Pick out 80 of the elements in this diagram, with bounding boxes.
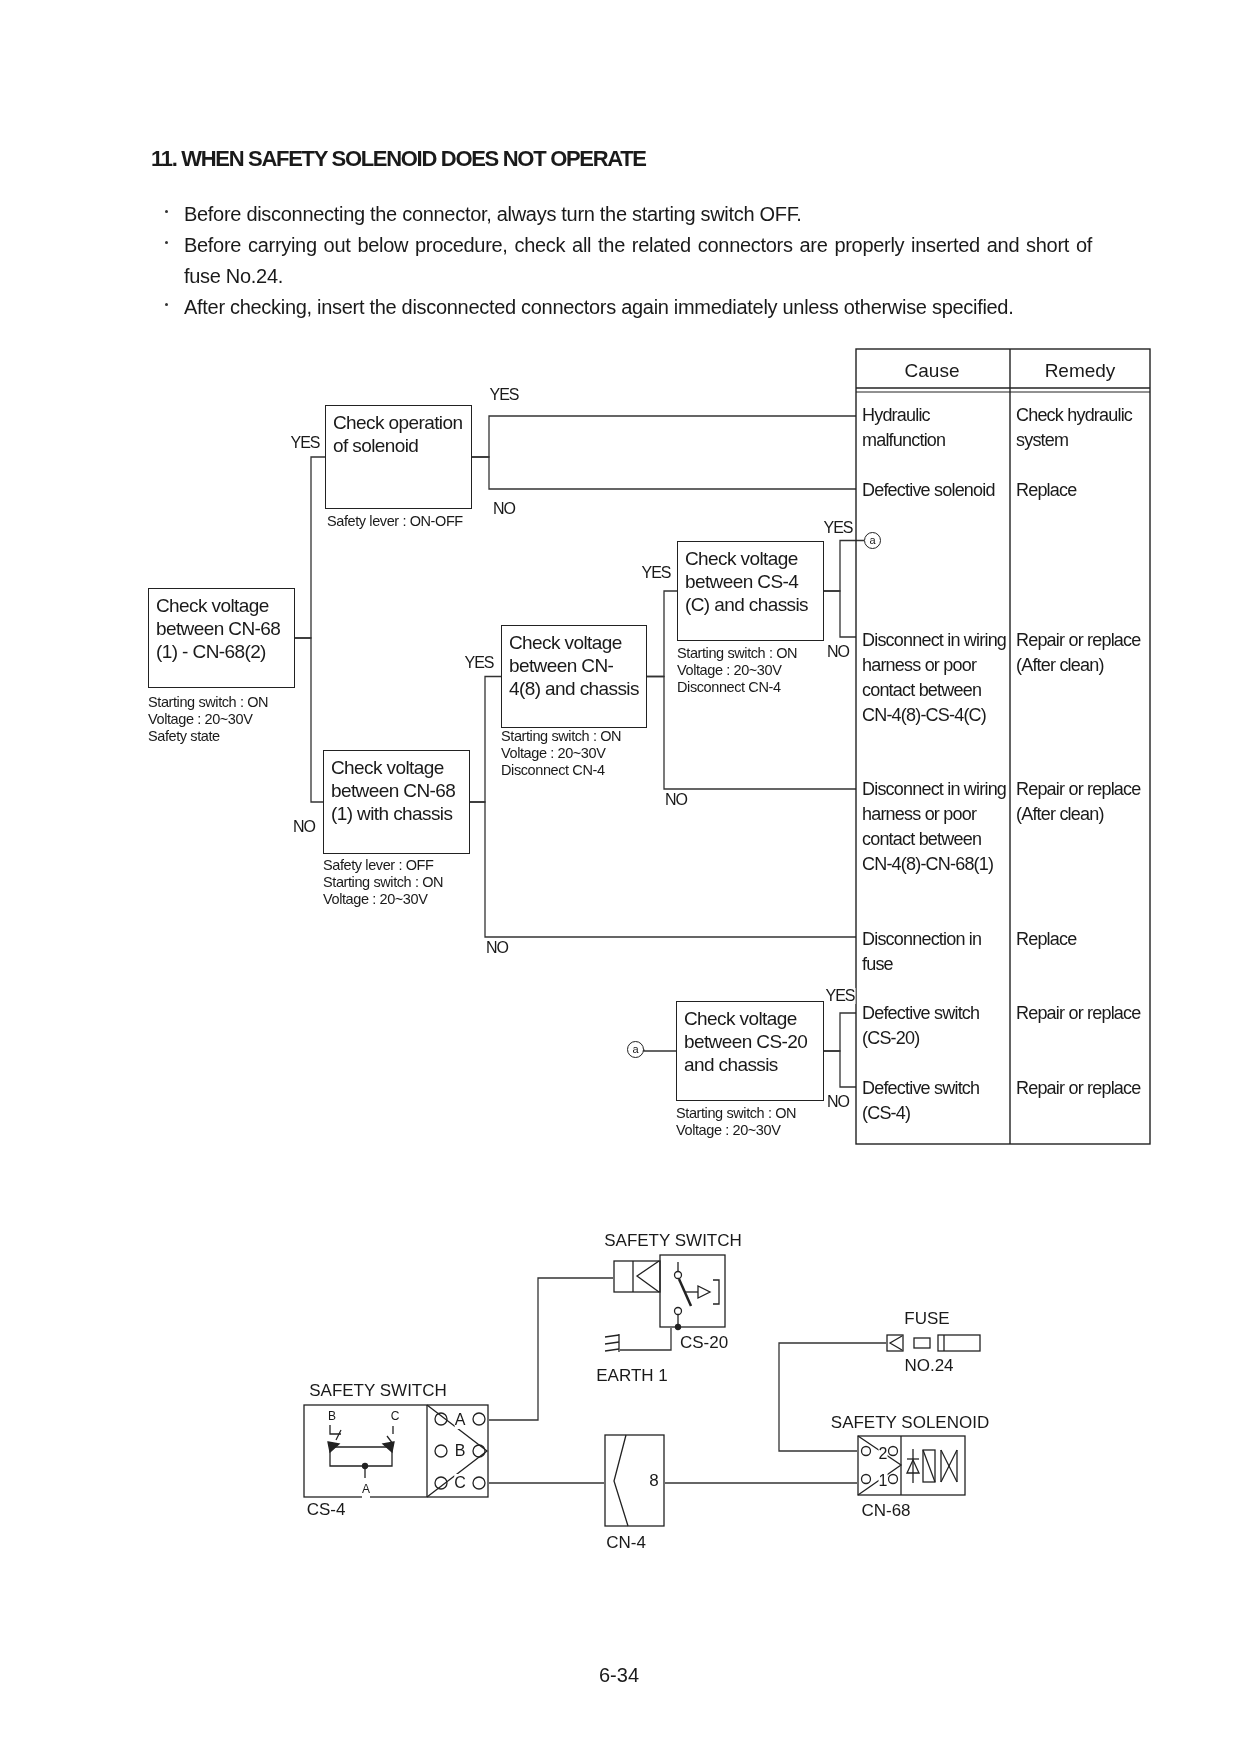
condition-note: Starting switch : ON xyxy=(676,1105,797,1122)
step-text: Check voltage between CN-4(8) and chassis xyxy=(509,631,640,700)
connector-line xyxy=(471,456,857,490)
component-label: NO.24 xyxy=(904,1357,954,1375)
component-label: EARTH 1 xyxy=(596,1367,668,1385)
step-text: Check voltage between CN-68 (1) with chassis xyxy=(331,756,457,825)
wire xyxy=(619,1327,672,1351)
edge-label: YES xyxy=(824,988,856,1004)
cause-text: Hydraulic malfunction xyxy=(856,403,1010,453)
edge-label: YES xyxy=(822,520,854,536)
cause-text: Defective switch (CS-20) xyxy=(856,1001,1010,1051)
column-header: Cause xyxy=(904,362,960,380)
wire xyxy=(664,1482,858,1484)
edge-label: NO xyxy=(292,819,316,835)
component-label: CS-4 xyxy=(306,1501,346,1519)
marker-letter: a xyxy=(868,533,877,547)
page-number: 6-34 xyxy=(599,1666,639,1684)
cause-text: Disconnect in wiring harness or poor contact between CN-4(8)-CN-68(1) xyxy=(856,777,1010,902)
step-text: Check operation of solenoid xyxy=(333,411,464,457)
remedy-text: Repair or replace (After clean) xyxy=(1015,629,1142,677)
condition-note: Disconnect CN-4 xyxy=(677,679,781,696)
wire xyxy=(778,1342,887,1452)
condition-note: Disconnect CN-4 xyxy=(501,762,605,779)
section-title: 11. WHEN SAFETY SOLENOID DOES NOT OPERATE xyxy=(151,146,646,172)
cause-text: Defective solenoid xyxy=(856,478,1010,503)
connector-line xyxy=(823,1050,857,1088)
condition-note: Safety state xyxy=(148,728,220,745)
remedy-text: Check hydraulic system xyxy=(1015,404,1134,452)
edge-label: YES xyxy=(640,565,672,581)
condition-note: Safety lever : OFF xyxy=(323,857,434,874)
note-text: Before carrying out below procedure, check all the related connectors are properly inserted and short of fuse No.24. xyxy=(184,233,1092,289)
edge-label: NO xyxy=(826,644,850,660)
column-header: Remedy xyxy=(1044,362,1116,380)
remedy-text: Repair or replace xyxy=(1015,1002,1142,1025)
note-text: Before disconnecting the connector, always turn the starting switch OFF. xyxy=(184,202,803,227)
edge-label: YES xyxy=(289,435,321,451)
connector-line xyxy=(646,675,857,790)
wire xyxy=(488,1277,614,1421)
edge-label: NO xyxy=(492,501,516,517)
condition-note: Voltage : 20~30V xyxy=(501,745,606,762)
pin-label: A xyxy=(454,1411,466,1429)
condition-note: Voltage : 20~30V xyxy=(323,891,428,908)
connector-line xyxy=(823,590,857,638)
remedy-text: Replace xyxy=(1015,928,1078,951)
condition-note: Voltage : 20~30V xyxy=(676,1122,781,1139)
edge-label: NO xyxy=(826,1094,850,1110)
component-label: SAFETY SWITCH xyxy=(309,1382,447,1400)
wire xyxy=(488,1482,605,1484)
connector-line xyxy=(643,1048,677,1052)
condition-note: Safety lever : ON-OFF xyxy=(327,513,463,530)
component-label: SAFETY SOLENOID xyxy=(830,1414,990,1432)
marker-letter: a xyxy=(631,1042,640,1056)
condition-note: Starting switch : ON xyxy=(323,874,444,891)
condition-note: Starting switch : ON xyxy=(501,728,622,745)
step-text: Check voltage between CS-20 and chassis xyxy=(684,1007,809,1076)
edge-label: YES xyxy=(463,655,495,671)
condition-note: Voltage : 20~30V xyxy=(148,711,253,728)
component-label: 8 xyxy=(649,1472,659,1490)
remedy-text: Repair or replace xyxy=(1015,1077,1142,1100)
note-text: After checking, insert the disconnected connectors again immediately unless otherwise specified. xyxy=(184,295,1015,320)
step-text: Check voltage between CN-68 (1) - CN-68(2) xyxy=(156,594,282,663)
condition-note: Starting switch : ON xyxy=(677,645,798,662)
component-label: SAFETY SWITCH xyxy=(604,1232,742,1250)
condition-note: Voltage : 20~30V xyxy=(677,662,782,679)
cause-text: Defective switch (CS-4) xyxy=(856,1076,1010,1126)
component-label: FUSE xyxy=(904,1310,950,1328)
condition-note: Starting switch : ON xyxy=(148,694,269,711)
component-label: CS-20 xyxy=(679,1334,729,1352)
cause-text: Disconnect in wiring harness or poor contact between CN-4(8)-CS-4(C) xyxy=(856,628,1010,753)
remedy-text: Repair or replace (After clean) xyxy=(1015,778,1142,826)
component-label: CN-68 xyxy=(861,1502,911,1520)
connector-line xyxy=(469,801,857,938)
connector-line xyxy=(294,637,324,803)
component-label: CN-4 xyxy=(606,1534,646,1552)
step-text: Check voltage between CS-4 (C) and chassis xyxy=(685,547,809,616)
edge-label: YES xyxy=(488,387,520,403)
remedy-text: Replace xyxy=(1015,479,1078,502)
edge-label: NO xyxy=(485,940,509,956)
cause-text: Disconnection in fuse xyxy=(856,927,1010,977)
edge-label: NO xyxy=(664,792,688,808)
